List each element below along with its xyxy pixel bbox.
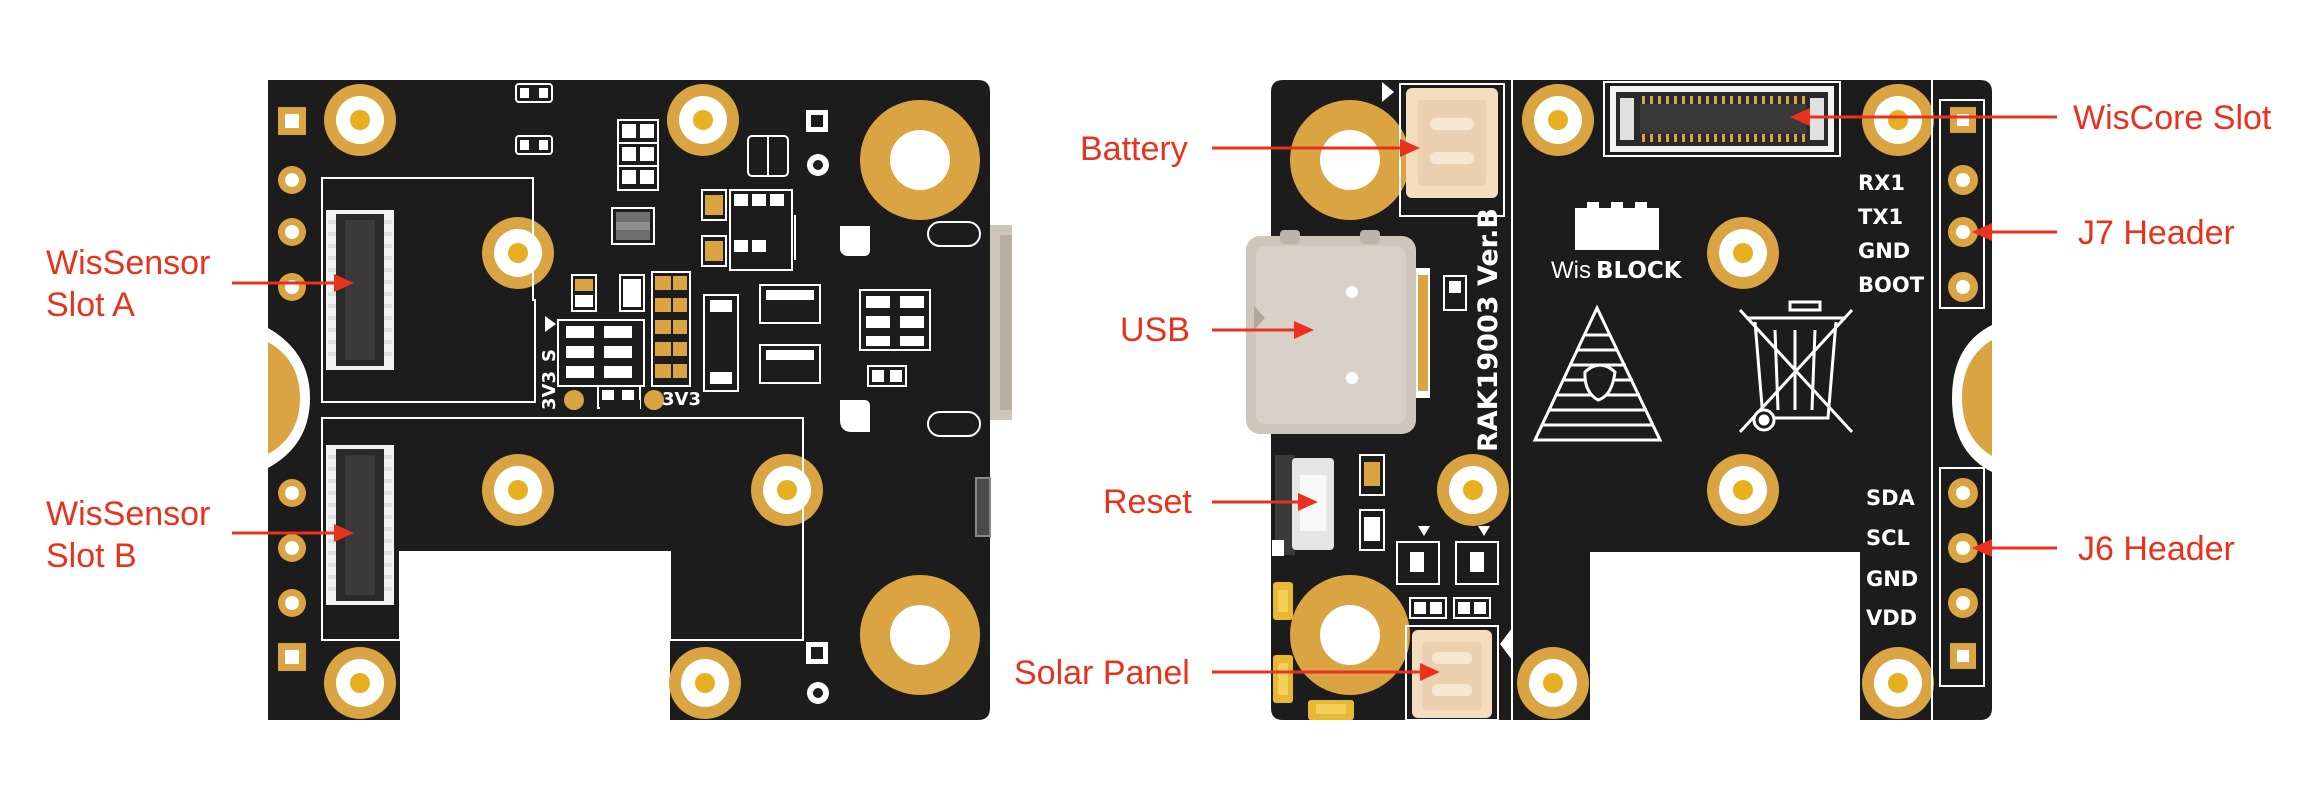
- callout-j6: J6 Header: [2078, 530, 2235, 568]
- j7-pin-label: RX1: [1858, 171, 1905, 195]
- back-leds: [1273, 582, 1354, 720]
- j6-pin-label: VDD: [1866, 606, 1917, 630]
- j6-pin-label: SDA: [1866, 486, 1916, 510]
- callout-arrowhead: [1972, 223, 1992, 241]
- j7-pin-label: BOOT: [1858, 273, 1925, 297]
- callout-wiscore: WisCore Slot: [2073, 99, 2272, 137]
- usb-c-connector: [1246, 230, 1430, 434]
- sensor-connector-a: [326, 210, 394, 370]
- callout-arrowhead: [1400, 139, 1420, 157]
- callout-reset: Reset: [1103, 483, 1192, 521]
- j7-pin-labels: RX1 TX1 GND BOOT: [1858, 171, 1925, 297]
- triangle-mark-icon: [1532, 304, 1663, 442]
- callout-arrowhead: [1790, 108, 1810, 126]
- callouts: WisSensor Slot A WisSensor Slot B Batter…: [46, 99, 2272, 692]
- front-components: [515, 83, 981, 437]
- callout-solar: Solar Panel: [1014, 654, 1190, 692]
- silk-board-name: RAK19003 Ver.B: [1473, 208, 1504, 452]
- back-edge-notch: [1962, 340, 1992, 456]
- callout-line: Slot A: [46, 286, 135, 324]
- back-small-parts: [1272, 275, 1499, 619]
- callout-arrowhead: [334, 524, 354, 542]
- j6-pin-label: SCL: [1866, 526, 1910, 550]
- front-button-edge: [976, 478, 990, 536]
- back-mount-holes: [1437, 84, 1934, 719]
- wisblock-logo: Wis BLOCK: [1551, 202, 1683, 284]
- weee-bin-icon: [1738, 300, 1854, 434]
- battery-connector: [1382, 82, 1505, 217]
- j6-pin-label: GND: [1866, 567, 1918, 591]
- callout-arrowhead: [1298, 493, 1318, 511]
- callout-wissensor-a: WisSensor Slot A: [46, 244, 220, 324]
- front-mount-holes: [324, 84, 980, 719]
- front-solid-parts: [520, 88, 924, 704]
- sensor-connector-b: [326, 445, 394, 605]
- logo-block-text: BLOCK: [1596, 258, 1683, 284]
- back-board: RAK19003 Ver.B: [1246, 80, 1992, 721]
- callout-arrowhead: [334, 274, 354, 292]
- sensor-slot-b-outline: [321, 417, 804, 641]
- silk-3v3: 3V3: [662, 389, 701, 410]
- silk-3v3s: 3V3_S: [539, 349, 560, 410]
- callout-wissensor-b: WisSensor Slot B: [46, 495, 220, 575]
- logo-wis-text: Wis: [1551, 257, 1591, 284]
- callout-usb: USB: [1120, 311, 1190, 349]
- solar-connector: [1405, 625, 1512, 721]
- back-pcb: [1271, 80, 1992, 720]
- callout-j7: J7 Header: [2078, 214, 2235, 252]
- callout-line: Slot B: [46, 537, 137, 575]
- j7-pin-label: TX1: [1858, 205, 1903, 229]
- front-left-pins: [278, 107, 306, 671]
- j7-pin-label: GND: [1858, 239, 1910, 263]
- j6-pin-labels: SDA SCL GND VDD: [1866, 486, 1918, 630]
- callout-line: WisSensor: [46, 495, 210, 533]
- callout-arrowhead: [1972, 539, 1992, 557]
- wiscore-connector: [1603, 81, 1841, 157]
- sensor-slot-a-outline: [321, 177, 536, 403]
- callout-arrowhead: [1420, 663, 1440, 681]
- front-board: 3V3_S 3V3: [268, 80, 1012, 720]
- callout-line: WisSensor: [46, 244, 210, 282]
- j7-header: [1939, 99, 1985, 309]
- j6-header: [1939, 467, 1985, 687]
- callout-arrowhead: [1294, 321, 1314, 339]
- callout-battery: Battery: [1080, 130, 1188, 168]
- front-edge-notch: [268, 342, 300, 454]
